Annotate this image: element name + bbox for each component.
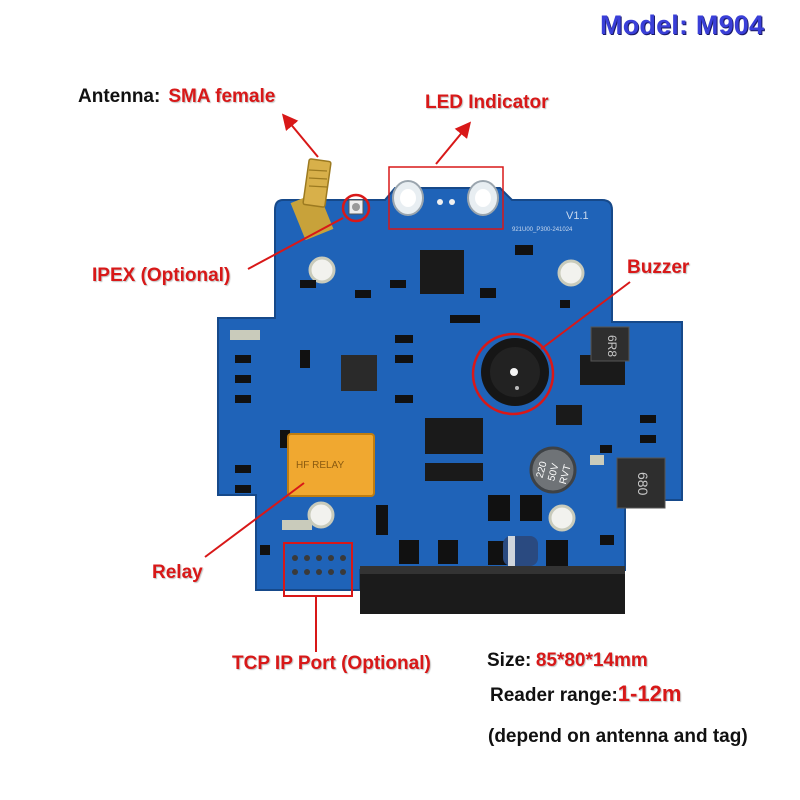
- size-value: 85*80*14mm: [535, 650, 648, 671]
- led-highlight-box: [388, 166, 504, 230]
- buzzer-callout: Buzzer: [627, 257, 690, 278]
- inductor-label: 6R8: [605, 335, 619, 357]
- callout-lines: [204, 113, 631, 652]
- range-label: Reader range:: [490, 685, 618, 706]
- tcp-highlight-box: [283, 542, 353, 597]
- cap-line-1: 220: [535, 460, 550, 479]
- inductor2-label: 680: [635, 472, 651, 496]
- inductors: 6R8 680: [590, 326, 666, 509]
- spec-range: Reader range:1-12m: [490, 681, 681, 707]
- buzzer-highlight-circle: [471, 332, 555, 416]
- antenna-label: Antenna:: [78, 86, 161, 107]
- ipex-highlight-circle: [341, 193, 371, 223]
- svg-text:HF RELAY: HF RELAY: [296, 460, 344, 471]
- antenna-value: SMA female: [168, 86, 276, 107]
- silk-code: 921U00_P300-241024: [512, 227, 573, 233]
- antenna-callout: Antenna: SMA female: [78, 86, 275, 108]
- silk-version: V1.1: [566, 210, 589, 222]
- smd-components: [230, 245, 656, 555]
- size-label: Size:: [487, 650, 532, 671]
- range-value: 1-12m: [617, 681, 682, 706]
- spec-note: (depend on antenna and tag): [488, 726, 748, 747]
- ic-chips: [341, 250, 625, 566]
- mounting-holes: [307, 256, 585, 532]
- model-value: M904: [695, 10, 765, 40]
- sma-connector: [290, 158, 334, 241]
- tcp-pin-header: [292, 555, 346, 575]
- tcp-callout: TCP IP Port (Optional): [232, 653, 431, 674]
- capacitor: 220 50V RVT: [529, 446, 577, 494]
- buzzer-component: [481, 338, 549, 406]
- led-callout: LED Indicator: [425, 92, 549, 113]
- model-title: Model: M904: [600, 10, 764, 41]
- led-pair: [392, 180, 499, 216]
- model-prefix: Model:: [600, 10, 689, 40]
- relay-component: HF RELAY: [287, 433, 375, 497]
- diode: [503, 536, 538, 566]
- cap-line-3: RVT: [558, 464, 574, 486]
- ipex-callout: IPEX (Optional): [92, 265, 231, 286]
- relay-callout: Relay: [152, 562, 203, 583]
- cap-line-2: 50V: [546, 462, 561, 482]
- spec-size: Size: 85*80*14mm: [487, 650, 648, 672]
- ipex-connector: [348, 199, 364, 215]
- terminal-connector: [360, 566, 625, 614]
